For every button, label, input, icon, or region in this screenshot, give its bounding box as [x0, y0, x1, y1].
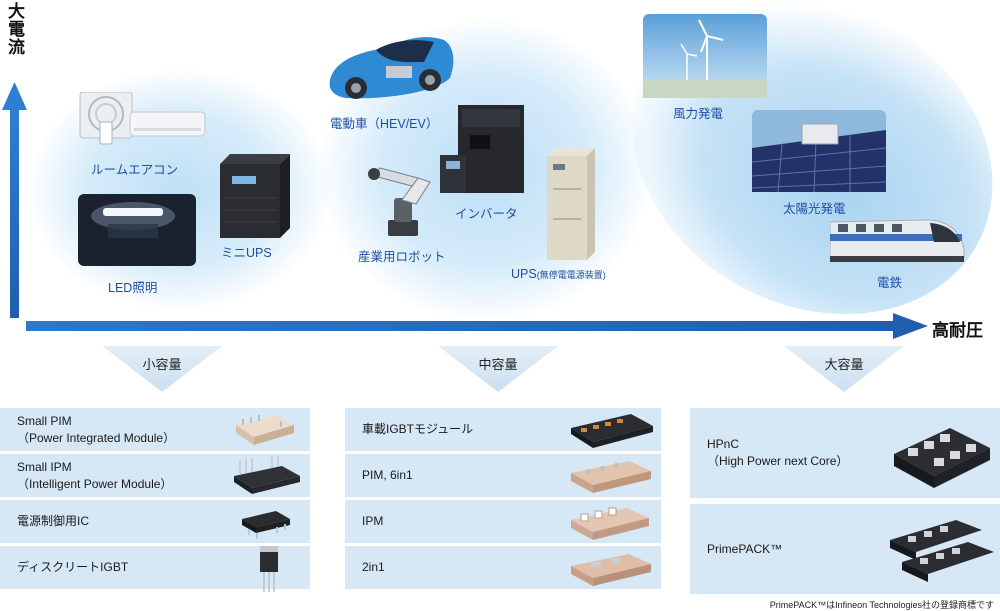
tier-large-chevron	[784, 346, 904, 392]
x-axis-arrow-shaft	[26, 321, 896, 331]
ev-label: 電動車（HEV/EV）	[330, 117, 439, 131]
ups-label-main: UPS	[511, 267, 537, 281]
product-row-discrete-igbt: ディスクリートIGBT	[0, 546, 310, 592]
ups-cabinet-image	[547, 148, 595, 260]
discrete-igbt-image	[260, 546, 278, 592]
robot-label: 産業用ロボット	[358, 250, 446, 264]
product-name: 2in1	[362, 560, 385, 574]
tier-medium-chevron	[438, 346, 558, 392]
small-ipm-image	[234, 456, 300, 494]
rail-label: 電鉄	[877, 276, 903, 290]
power-ic-image	[242, 511, 290, 539]
product-name: HPnC	[707, 437, 740, 451]
small-products-panel: Small PIM （Power Integrated Module） Small…	[0, 408, 310, 598]
led-image	[78, 194, 196, 266]
hpnc-image	[894, 428, 990, 488]
ups-label: UPS(無停電電源装置)	[511, 267, 606, 281]
ups-label-sub: (無停電電源装置)	[536, 270, 606, 280]
product-name: PIM, 6in1	[362, 468, 413, 482]
product-row-power-ic: 電源制御用IC	[0, 500, 310, 543]
mini-ups-label: ミニUPS	[221, 246, 272, 260]
product-name: Small PIM	[17, 413, 72, 428]
tier-large-label: 大容量	[824, 358, 864, 373]
product-row-small-ipm: Small IPM （Intelligent Power Module）	[0, 454, 310, 497]
rail-image	[830, 219, 965, 262]
tier-small-label: 小容量	[142, 358, 182, 373]
2in1-image	[571, 554, 651, 586]
product-name: 車載IGBTモジュール	[362, 422, 474, 436]
inverter-label: インバータ	[455, 207, 518, 221]
ev-image	[329, 37, 454, 99]
trademark-footnote: PrimePACK™はInfineon Technologies社の登録商標です	[769, 600, 994, 610]
product-row-hpnc: HPnC （High Power next Core）	[690, 408, 1000, 498]
tier-large: 大容量	[784, 346, 904, 394]
room-aircon-label: ルームエアコン	[91, 163, 179, 177]
wind-label: 風力発電	[673, 107, 724, 121]
automotive-igbt-image	[571, 414, 653, 448]
y-axis-title: 大電流	[4, 2, 24, 56]
ipm-image	[571, 507, 649, 540]
x-axis-title: 高耐圧	[932, 321, 983, 341]
product-row-2in1: 2in1	[345, 546, 661, 589]
tier-small-chevron	[102, 346, 222, 392]
mini-ups-image	[220, 154, 290, 238]
medium-products-panel: 車載IGBTモジュール PIM, 6in1 IPM 2in1	[345, 408, 661, 598]
product-name: 電源制御用IC	[17, 514, 90, 528]
pim-6in1-image	[571, 461, 651, 493]
product-row-primepack: PrimePACK™	[690, 504, 1000, 594]
product-name: ディスクリートIGBT	[17, 560, 129, 574]
solar-label: 太陽光発電	[783, 202, 846, 216]
tier-medium: 中容量	[438, 346, 558, 394]
product-name: PrimePACK™	[707, 541, 783, 556]
y-axis-arrow-shaft	[10, 108, 19, 318]
tier-small: 小容量	[102, 346, 222, 394]
small-pim-image	[236, 415, 294, 445]
solar-image	[752, 110, 886, 192]
y-axis-arrow-head	[2, 82, 27, 110]
led-label: LED照明	[108, 281, 158, 295]
product-subname: （Intelligent Power Module）	[17, 476, 173, 491]
room-aircon-image	[79, 92, 206, 145]
product-row-ipm: IPM	[345, 500, 661, 543]
large-products-panel: HPnC （High Power next Core） PrimePACK™	[690, 408, 1000, 598]
robot-image	[368, 167, 431, 236]
wind-image	[643, 14, 767, 98]
primepack-image	[890, 520, 994, 582]
tier-medium-label: 中容量	[478, 358, 518, 373]
product-subname: （High Power next Core）	[707, 454, 849, 468]
product-row-small-pim: Small PIM （Power Integrated Module）	[0, 408, 310, 451]
product-row-pim-6in1: PIM, 6in1	[345, 454, 661, 497]
product-subname: （Power Integrated Module）	[17, 430, 176, 445]
product-name: IPM	[362, 514, 384, 528]
product-row-automotive-igbt: 車載IGBTモジュール	[345, 408, 661, 451]
product-name: Small IPM	[17, 459, 72, 474]
x-axis-arrow-head	[893, 313, 928, 339]
inverter-image	[440, 105, 524, 193]
